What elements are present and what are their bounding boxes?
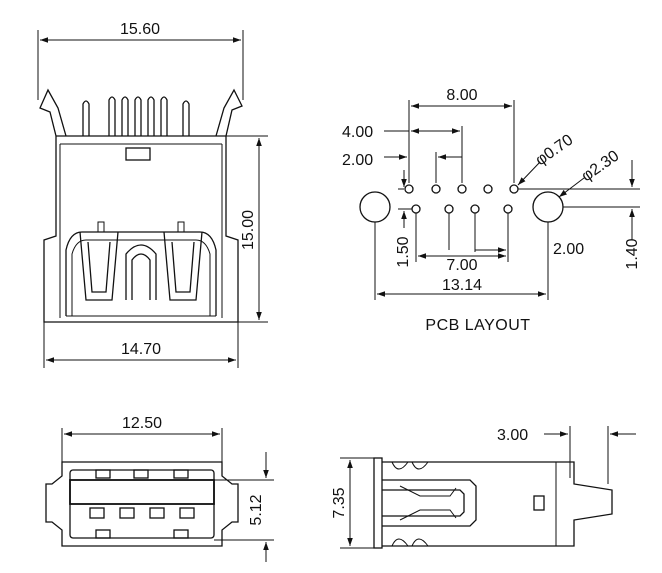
dim-1-40: 1.40 [624, 238, 641, 269]
dim-height: 15.00 [240, 210, 257, 250]
dim-phi-0-70: φ0.70 [533, 131, 577, 169]
dim-front-height: 5.12 [248, 494, 265, 525]
spring-contacts [79, 221, 203, 301]
dim-width-top: 15.60 [120, 21, 160, 38]
pin-hole [457, 184, 467, 194]
dim-1-50: 1.50 [395, 236, 412, 267]
pin-hole [483, 184, 493, 194]
top-window [125, 147, 151, 161]
pcb-layout: 8.00 4.00 2.00 φ0.70 φ2.30 1.40 1.50 [342, 87, 641, 334]
dim-4-00: 4.00 [342, 124, 373, 141]
dim-13-14: 13.14 [442, 277, 482, 294]
dim-width-bottom: 14.70 [121, 341, 161, 358]
pin-hole [503, 204, 513, 214]
dim-front-width: 12.50 [122, 415, 162, 432]
pin-hole [444, 204, 454, 214]
pin-hole [509, 184, 519, 194]
peg-hole-left [359, 191, 391, 223]
dim-8-00: 8.00 [446, 87, 477, 104]
dim-2-00-left: 2.00 [342, 152, 373, 169]
usb-tongue [69, 479, 215, 505]
pin-hole [411, 204, 421, 214]
dim-2-00-right: 2.00 [553, 241, 584, 258]
side-latch [533, 495, 545, 511]
pcb-layout-title: PCB LAYOUT [425, 317, 530, 334]
pin-hole [470, 204, 480, 214]
pin-hole [431, 184, 441, 194]
top-pins [82, 96, 190, 136]
top-view: 15.60 [37, 21, 268, 368]
front-view: 12.50 5.12 [45, 415, 274, 562]
pin-hole [404, 184, 414, 194]
dim-side-height: 7.35 [331, 487, 348, 518]
dim-side-lead: 3.00 [497, 427, 528, 444]
dim-7-00: 7.00 [446, 257, 477, 274]
peg-hole-right [532, 191, 564, 223]
side-view: 7.35 3.00 [331, 426, 636, 549]
dim-phi-2-30: φ2.30 [579, 147, 623, 185]
